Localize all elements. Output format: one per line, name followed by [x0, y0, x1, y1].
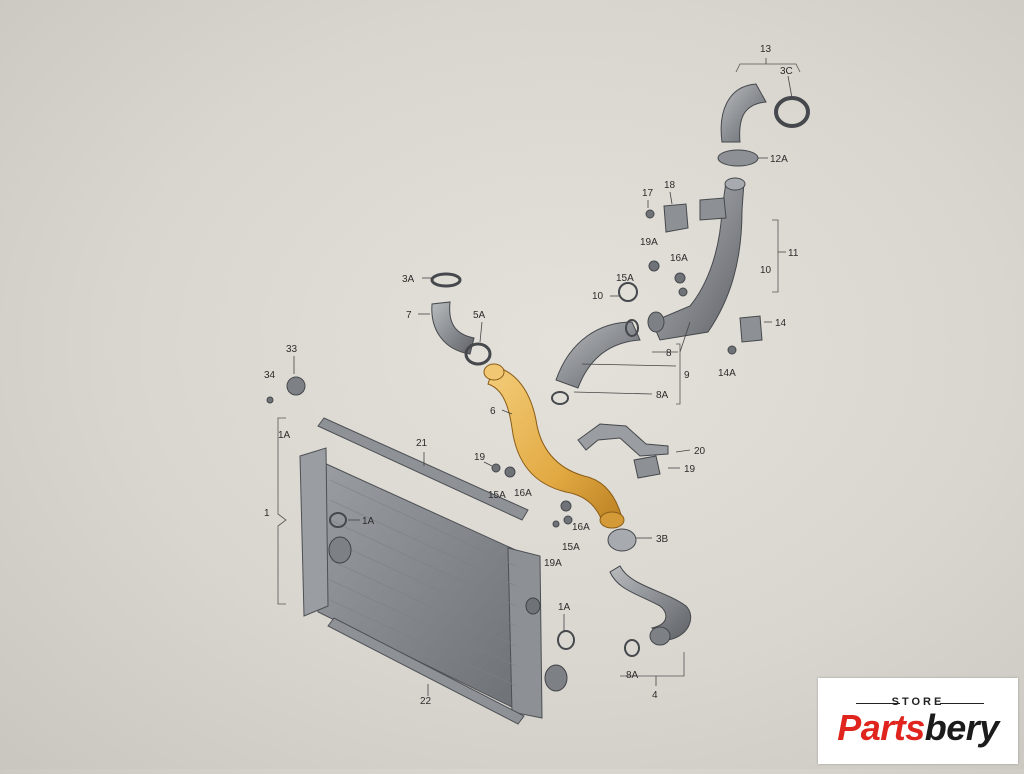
label-33: 33: [286, 344, 298, 355]
label-1a-left: 1A: [278, 430, 291, 441]
logo-brand-name: Partsbery: [818, 706, 1018, 750]
label-22: 22: [420, 696, 432, 707]
label-1: 1: [264, 508, 270, 519]
label-15a-top: 15A: [616, 273, 634, 284]
small-fasteners-mid: [266, 376, 573, 528]
label-19-right: 19: [684, 464, 696, 475]
label-19a-top: 19A: [640, 237, 658, 248]
label-1a-inner: 1A: [362, 516, 375, 527]
charge-pipe-6-highlighted: [483, 363, 625, 529]
label-5a: 5A: [473, 310, 486, 321]
label-3a: 3A: [402, 274, 415, 285]
label-15a-mid: 15A: [488, 490, 506, 501]
label-19-mid: 19: [474, 452, 486, 463]
part-labels: 13 3C 12A 17 18 19A 16A 15A 11 10 10 14 …: [264, 44, 799, 707]
label-11: 11: [788, 248, 799, 259]
label-12a: 12A: [770, 154, 788, 165]
bracket-14: [727, 315, 763, 355]
store-logo-badge: STORE Partsbery: [818, 678, 1018, 764]
label-13: 13: [760, 44, 772, 55]
label-3c: 3C: [780, 66, 793, 77]
label-19a-low: 19A: [544, 558, 562, 569]
pipe-11-long: [647, 177, 746, 341]
logo-rule-left: [856, 703, 900, 704]
label-9: 9: [684, 370, 690, 381]
bracket-20: [577, 423, 669, 479]
label-8a-low: 8A: [626, 670, 639, 681]
label-7: 7: [406, 310, 412, 321]
label-8: 8: [666, 348, 672, 359]
pipe-9-hose: [551, 282, 641, 405]
label-16a-low: 16A: [572, 522, 590, 533]
label-6: 6: [490, 406, 496, 417]
label-14a: 14A: [718, 368, 736, 379]
label-21: 21: [416, 438, 428, 449]
label-14: 14: [775, 318, 787, 329]
logo-brand-black: bery: [924, 707, 1000, 748]
label-1a-right: 1A: [558, 602, 571, 613]
label-10-brace: 10: [760, 265, 772, 276]
label-18: 18: [664, 180, 676, 191]
label-17: 17: [642, 188, 654, 199]
small-fasteners-top: [645, 209, 688, 297]
label-34: 34: [264, 370, 276, 381]
label-10: 10: [592, 291, 604, 302]
intercooler-radiator: [299, 447, 568, 719]
logo-store-text: STORE: [891, 696, 945, 708]
logo-brand-red: Parts: [837, 707, 925, 748]
logo-rule-right: [940, 703, 984, 704]
label-4: 4: [652, 690, 658, 701]
seal-strip-21: [317, 417, 529, 521]
label-16a-top: 16A: [670, 253, 688, 264]
label-3b: 3B: [656, 534, 669, 545]
label-8a-top: 8A: [656, 390, 669, 401]
label-15a-low: 15A: [562, 542, 580, 553]
label-20: 20: [694, 446, 706, 457]
hose-4: [329, 512, 691, 657]
seal-strip-22: [327, 617, 525, 725]
pipe-7-elbow: [430, 272, 492, 366]
pipe-13-elbow: [717, 83, 810, 167]
label-16a-mid: 16A: [514, 488, 532, 499]
leader-lines: [277, 58, 801, 696]
